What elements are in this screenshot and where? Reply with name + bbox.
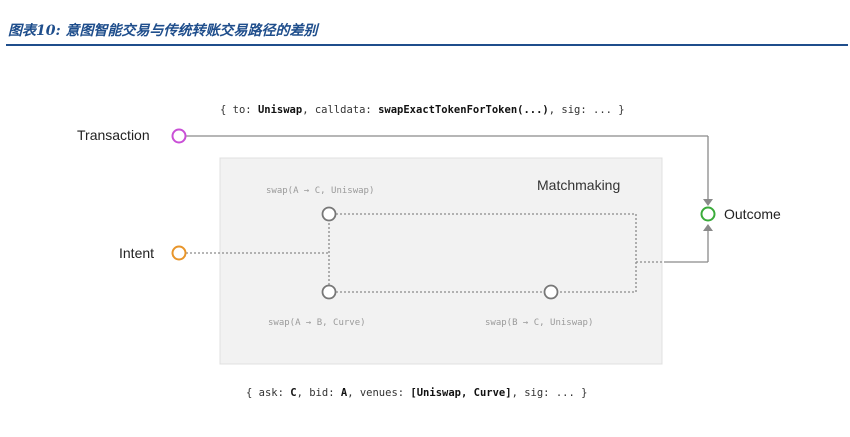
figure-title: 图表10: 意图智能交易与传统转账交易路径的差别 bbox=[8, 23, 318, 39]
intent-label: Intent bbox=[119, 245, 155, 261]
route-node-ab bbox=[321, 284, 337, 300]
intent-code-part: , sig: ... } bbox=[511, 387, 588, 399]
intent-code-bid: A bbox=[340, 387, 348, 399]
intent-expression: { ask: C, bid: A, venues: [Uniswap, Curv… bbox=[246, 387, 587, 399]
route-label-ab-curve: swap(A → B, Curve) bbox=[268, 318, 366, 328]
matchmaking-title: Matchmaking bbox=[537, 177, 621, 193]
tx-code-part: , sig: ... } bbox=[548, 104, 625, 116]
intent-code-part: , venues: bbox=[347, 387, 411, 399]
outcome-node bbox=[700, 206, 716, 222]
title-rule bbox=[6, 44, 848, 46]
transaction-label: Transaction bbox=[77, 127, 150, 143]
outcome-label: Outcome bbox=[724, 206, 781, 222]
route-node-bc bbox=[543, 284, 559, 300]
transaction-node bbox=[171, 128, 187, 144]
tx-code-target: Uniswap bbox=[257, 104, 303, 116]
intent-node bbox=[171, 245, 187, 261]
intent-code-part: { ask: bbox=[246, 387, 291, 399]
matchmaking-box bbox=[219, 157, 663, 365]
intent-arrowhead bbox=[703, 224, 713, 231]
tx-code-part: , calldata: bbox=[302, 104, 379, 116]
route-label-ac-uniswap: swap(A → C, Uniswap) bbox=[266, 186, 375, 196]
intent-code-ask: C bbox=[290, 387, 297, 399]
route-node-ac bbox=[321, 206, 337, 222]
tx-code-function: swapExactTokenForToken(...) bbox=[378, 104, 549, 116]
transaction-arrowhead bbox=[703, 199, 713, 206]
transaction-calldata: { to: Uniswap, calldata: swapExactTokenF… bbox=[220, 104, 625, 116]
tx-code-part: { to: bbox=[220, 104, 258, 116]
intent-code-venues: [Uniswap, Curve] bbox=[410, 387, 512, 399]
intent-code-part: , bid: bbox=[296, 387, 341, 399]
route-label-bc-uniswap: swap(B → C, Uniswap) bbox=[485, 318, 594, 328]
